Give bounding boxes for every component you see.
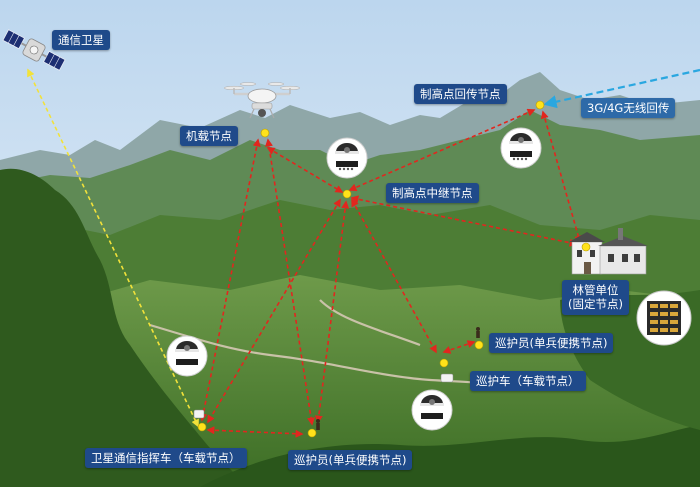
label-satellite: 通信卫星 — [52, 30, 110, 51]
node-patrol-vehicle — [439, 358, 449, 368]
label-forestry-line1: 林管单位 — [572, 283, 619, 297]
link-wireless-backhaul — [543, 68, 700, 109]
label-command-vehicle: 卫星通信指挥车（车载节点） — [85, 448, 247, 469]
link-relay-patrol-bottom — [314, 200, 350, 424]
node-patrol-person-bottom — [307, 428, 317, 438]
label-patrol-person-bottom: 巡护员(单兵便携节点) — [288, 450, 413, 471]
node-drone — [260, 128, 270, 138]
label-patrol-person-right: 巡护员(单兵便携节点) — [489, 333, 614, 354]
patrol-vehicle-icon — [440, 373, 454, 383]
link-satellite-command — [27, 68, 199, 428]
label-patrol-vehicle: 巡护车（车载节点） — [470, 371, 586, 392]
drone-icon — [223, 82, 301, 119]
command-vehicle-icon — [193, 409, 205, 419]
forestry-building-icon — [569, 228, 648, 275]
command-camera-icon — [166, 335, 208, 377]
patrol-person-bottom-icon — [316, 419, 320, 430]
links — [27, 68, 700, 438]
forest-bottom — [200, 425, 700, 487]
link-command-patrol-bottom — [206, 426, 304, 438]
satellite-icon — [2, 29, 66, 71]
link-relay-vehicle — [351, 198, 437, 354]
label-forestry-line2: (固定节点) — [568, 297, 623, 312]
node-relay — [342, 189, 352, 199]
patrol-person-right-icon — [476, 327, 480, 338]
label-relay: 制高点中继节点 — [386, 183, 479, 204]
link-relay-backhaul — [348, 108, 536, 192]
label-wireless: 3G/4G无线回传 — [581, 98, 676, 119]
node-patrol-person-right — [474, 340, 484, 350]
backhaul-camera-icon — [500, 127, 542, 169]
node-command-vehicle — [197, 422, 207, 432]
label-drone: 机载节点 — [180, 126, 238, 147]
label-forestry: 林管单位 (固定节点) — [562, 280, 629, 315]
node-forestry — [581, 242, 591, 252]
relay-camera-icon — [326, 137, 368, 179]
node-backhaul — [535, 100, 545, 110]
label-backhaul: 制高点回传节点 — [414, 84, 507, 105]
vehicle-camera-icon — [411, 389, 453, 431]
server-rack-icon — [636, 290, 692, 346]
nodes — [197, 100, 591, 438]
link-vehicle-patrol-right — [442, 340, 476, 354]
